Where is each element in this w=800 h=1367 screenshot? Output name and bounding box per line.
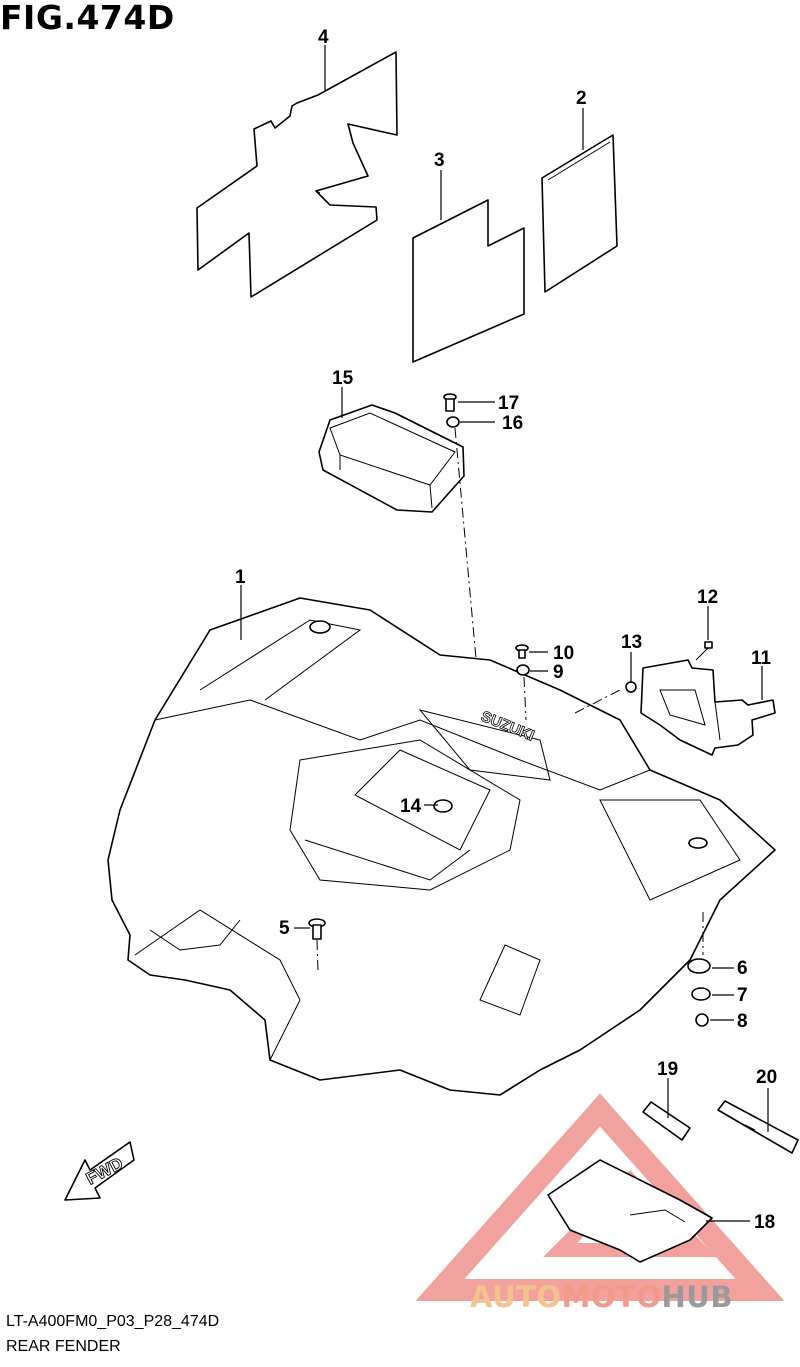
part-5-bolt: [308, 918, 326, 940]
part-9-nut: [516, 664, 530, 676]
callout-12: 12: [697, 587, 718, 608]
watermark-part-a: AUTO: [470, 1280, 562, 1314]
callout-20: 20: [756, 1067, 777, 1088]
callout-9: 9: [553, 662, 564, 683]
callout-1: 1: [235, 567, 246, 588]
part-18-bag: [547, 1159, 713, 1263]
caption-code: LT-A400FM0_P03_P28_474D: [6, 1313, 220, 1330]
callout-15: 15: [332, 368, 354, 389]
part-15-tray: [318, 404, 465, 513]
part-1-rear-fender: SUZUKI: [107, 597, 776, 1096]
callout-6: 6: [737, 958, 748, 979]
fwd-arrow-icon: FWD: [64, 1141, 135, 1201]
part-7-collar: [691, 987, 711, 1001]
part-16-nut: [446, 416, 460, 428]
part-19-pin: [642, 1101, 691, 1141]
callout-11: 11: [751, 648, 772, 669]
part-20-tool: [717, 1100, 799, 1154]
caption-name: REAR FENDER: [6, 1338, 121, 1355]
callout-5: 5: [279, 918, 290, 939]
part-2-decal: [541, 134, 618, 293]
callout-3: 3: [434, 150, 445, 171]
callout-14: 14: [400, 796, 422, 817]
part-13-washer: [625, 681, 637, 693]
callout-16: 16: [502, 413, 523, 434]
callout-10: 10: [553, 643, 574, 664]
callout-2: 2: [576, 88, 587, 109]
callout-8: 8: [737, 1011, 748, 1032]
watermark-part-b: MOTO: [561, 1280, 662, 1314]
callout-13: 13: [621, 632, 642, 653]
part-17-screw: [443, 393, 457, 412]
watermark-logo: AUTOMOTOHUB: [470, 1280, 800, 1330]
part-10-screw: [515, 644, 529, 659]
callout-17: 17: [498, 393, 519, 414]
part-6-grommet: [687, 958, 711, 974]
part-3-decal: [412, 199, 525, 363]
leader-lines: [240, 45, 769, 1222]
part-4-decal: [196, 51, 398, 298]
part-8-bolt: [695, 1013, 709, 1027]
callout-labels: 4 2 3 15 17 16 1 12 13 10 11 9 14 5 6 7 …: [235, 27, 777, 1233]
part-11-bracket: [640, 659, 776, 756]
fwd-label: FWD: [83, 1154, 126, 1189]
figure-title: FIG.474D: [0, 0, 175, 37]
watermark-part-c: HUB: [661, 1280, 733, 1314]
callout-18: 18: [754, 1212, 775, 1233]
callout-4: 4: [318, 27, 329, 48]
part-12-screw: [695, 641, 713, 661]
callout-7: 7: [737, 985, 748, 1006]
callout-19: 19: [657, 1059, 678, 1080]
